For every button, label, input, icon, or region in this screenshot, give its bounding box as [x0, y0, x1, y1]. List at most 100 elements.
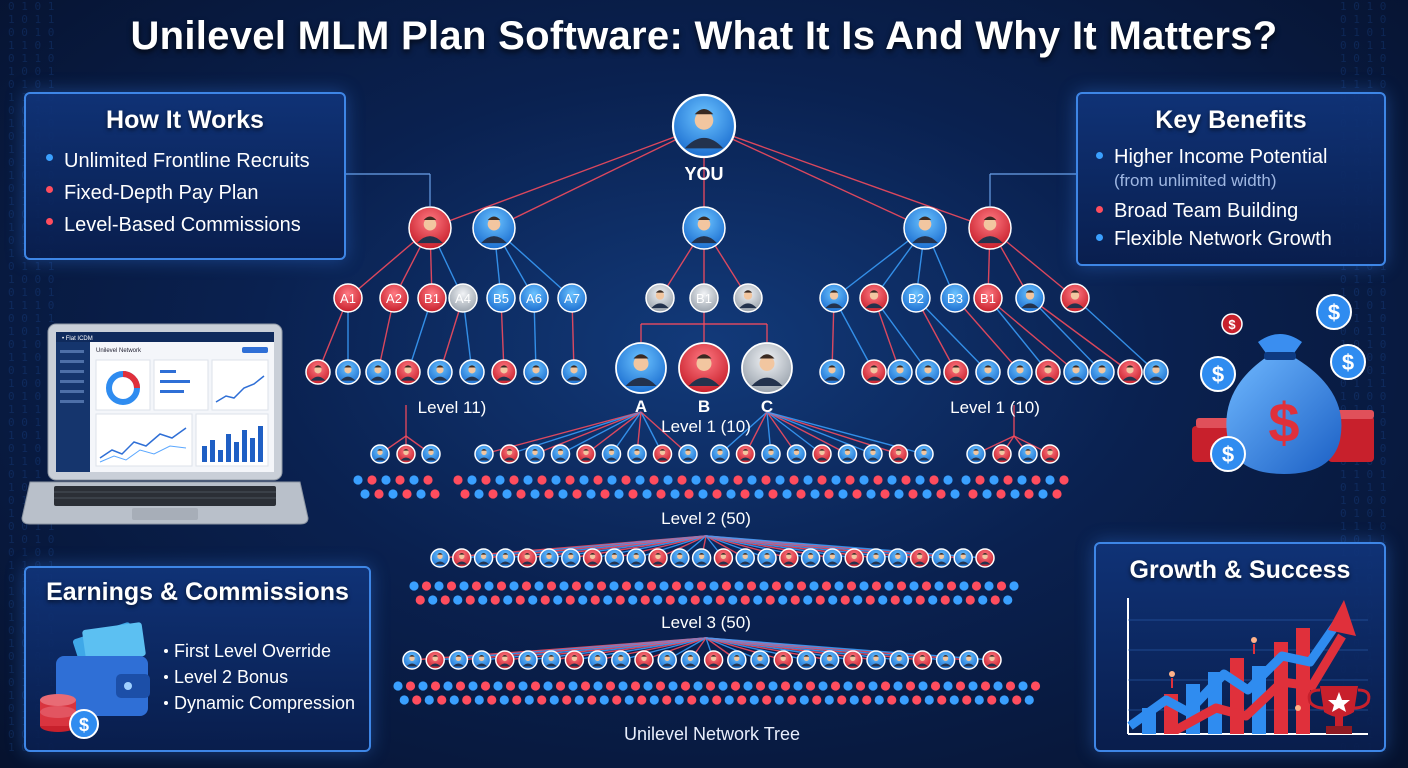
- member-dot: [599, 695, 609, 705]
- svg-text:B3: B3: [947, 291, 963, 306]
- member-dot: [809, 581, 819, 591]
- avatar-icon: [491, 359, 517, 385]
- member-dot: [553, 595, 563, 605]
- featured-member-label: B: [698, 397, 710, 416]
- avatar-icon: [914, 444, 934, 464]
- member-dot: [709, 581, 719, 591]
- member-dot: [705, 681, 716, 691]
- avatar-icon: [943, 359, 969, 385]
- member-dot: [649, 695, 659, 705]
- avatar-icon: [968, 206, 1012, 250]
- avatar-icon: [601, 444, 622, 464]
- featured-member-label: C: [761, 397, 773, 416]
- member-dot: [670, 489, 680, 499]
- member-dot: [965, 595, 975, 605]
- avatar-icon: [472, 206, 516, 250]
- member-dot: [680, 681, 691, 691]
- earnings-item: Level 2 Bonus: [162, 664, 355, 690]
- avatar-icon: [517, 548, 537, 568]
- member-dot: [698, 489, 708, 499]
- avatar-icon: [761, 444, 781, 464]
- member-dot: [884, 581, 894, 591]
- svg-text:B1: B1: [980, 291, 996, 306]
- avatar-icon: [1007, 359, 1033, 385]
- member-dot: [754, 489, 764, 499]
- member-dot: [862, 695, 872, 705]
- member-dot: [653, 595, 663, 605]
- member-badge: A4: [448, 283, 478, 313]
- member-dot: [612, 695, 622, 705]
- member-dot: [768, 489, 778, 499]
- avatar-icon: [1015, 283, 1045, 313]
- tree-link: [705, 535, 768, 559]
- member-dot: [765, 595, 775, 605]
- avatar-icon: [909, 548, 930, 568]
- member-dot: [838, 489, 848, 499]
- member-dot: [918, 681, 928, 691]
- member-dot: [449, 695, 459, 705]
- member-dot: [924, 695, 934, 705]
- member-badge: A7: [557, 283, 587, 313]
- member-dot: [845, 475, 855, 485]
- avatar-icon: [678, 342, 730, 394]
- member-dot: [509, 581, 519, 591]
- level-1-label: Level 1 (10): [661, 417, 751, 436]
- member-dot: [562, 695, 572, 705]
- member-dot: [446, 581, 457, 591]
- avatar-icon: [430, 548, 450, 568]
- member-dot: [1012, 695, 1022, 705]
- earnings-commissions-panel: Earnings & Commissions $ First Level Ove…: [24, 566, 371, 752]
- avatar-icon: [1089, 359, 1115, 385]
- dollar-icon: $: [79, 715, 89, 735]
- avatar-icon: [691, 548, 712, 568]
- member-dot: [614, 489, 624, 499]
- avatar-icon: [735, 444, 756, 464]
- avatar-icon: [912, 650, 933, 670]
- avatar-icon: [703, 650, 724, 670]
- avatar-icon: [713, 548, 734, 568]
- member-dot: [749, 695, 759, 705]
- member-dot: [481, 475, 491, 485]
- svg-text:A1: A1: [340, 291, 356, 306]
- avatar-icon: [903, 206, 947, 250]
- member-dot: [775, 475, 785, 485]
- member-dot: [719, 475, 729, 485]
- bullet-icon: [164, 649, 168, 653]
- member-dot: [796, 581, 807, 591]
- member-dot: [934, 581, 944, 591]
- earnings-item: First Level Override: [162, 638, 355, 664]
- avatar-icon: [648, 548, 668, 568]
- member-dot: [455, 681, 466, 691]
- member-dot: [837, 695, 847, 705]
- member-dot: [874, 695, 884, 705]
- member-dot: [843, 681, 853, 691]
- avatar-icon: [448, 650, 469, 670]
- avatar-icon: [982, 650, 1002, 670]
- member-dot: [968, 489, 978, 499]
- avatar-icon: [779, 548, 799, 568]
- svg-text:B1: B1: [696, 291, 712, 306]
- how-it-works-item: Unlimited Frontline Recruits: [44, 145, 344, 177]
- avatar-icon: [564, 650, 585, 670]
- benefit-item: Flexible Network Growth: [1094, 225, 1384, 253]
- member-dot: [873, 475, 883, 485]
- avatar-icon: [750, 650, 770, 670]
- member-dot: [930, 681, 941, 691]
- member-dot: [1059, 475, 1069, 485]
- member-dot: [584, 581, 594, 591]
- member-dot: [1024, 695, 1034, 705]
- member-dot: [943, 475, 953, 485]
- member-dot: [453, 475, 463, 485]
- avatar-icon: [395, 359, 421, 385]
- avatar-icon: [888, 444, 909, 464]
- avatar-icon: [866, 650, 886, 670]
- member-dot: [980, 681, 991, 691]
- member-dot: [996, 489, 1006, 499]
- avatar-icon: [645, 283, 675, 313]
- member-dot: [733, 475, 743, 485]
- tree-link: [703, 125, 991, 229]
- member-dot: [467, 475, 477, 485]
- member-dot: [603, 595, 613, 605]
- member-badge: A2: [379, 283, 409, 313]
- member-dot: [443, 681, 453, 691]
